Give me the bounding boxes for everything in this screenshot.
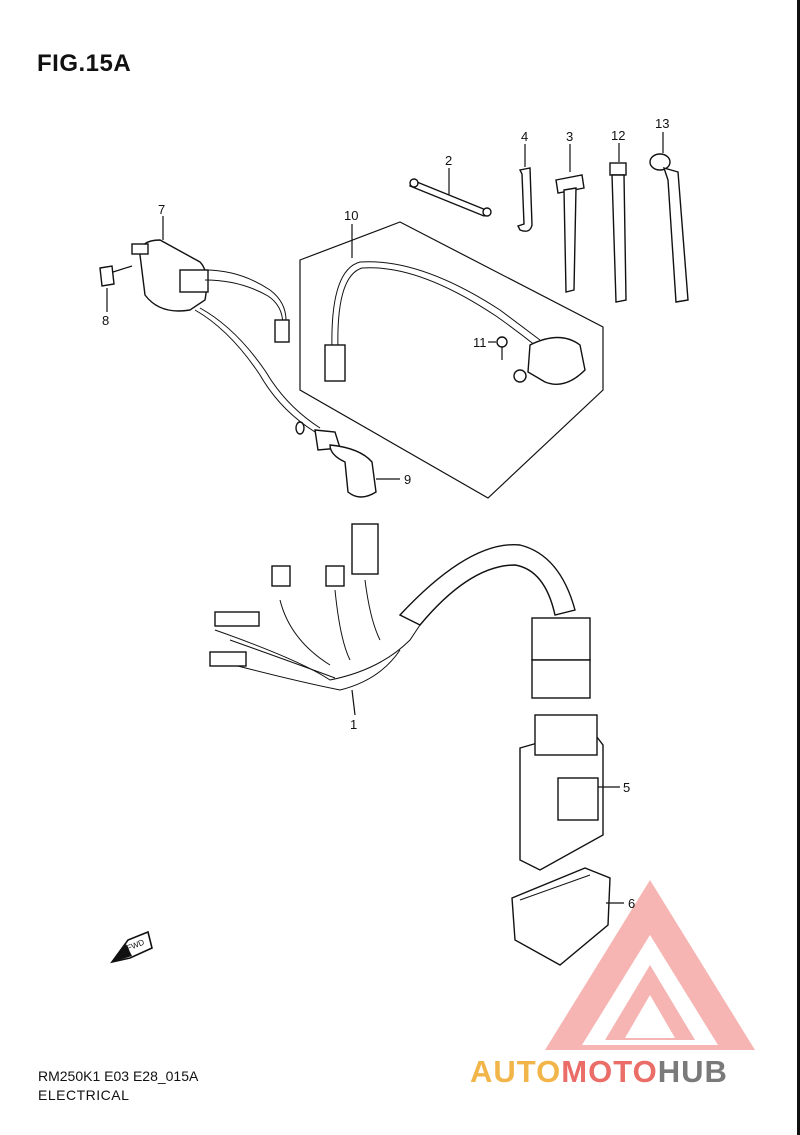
callout-9: 9	[404, 472, 411, 487]
callout-6: 6	[628, 896, 635, 911]
part-8-bolt	[99, 265, 133, 312]
part-11-switch	[513, 336, 586, 385]
part-10-sub-harness	[324, 224, 541, 382]
callout-4: 4	[521, 129, 528, 144]
part-6-cdi-cover	[511, 867, 624, 966]
fwd-arrow-icon: FWD	[110, 930, 153, 964]
callout-5: 5	[623, 780, 630, 795]
callout-8: 8	[102, 313, 109, 328]
callout-3: 3	[566, 129, 573, 144]
part-4-clamp	[517, 144, 533, 232]
watermark-text: AUTOMOTOHUB	[470, 1053, 728, 1091]
callout-1: 1	[350, 717, 357, 732]
section-label: ELECTRICAL	[38, 1087, 130, 1103]
callout-13: 13	[655, 116, 669, 131]
callout-7: 7	[158, 202, 165, 217]
part-2-bracket	[409, 168, 492, 217]
callout-12: 12	[611, 128, 625, 143]
part-11-screw	[488, 336, 508, 360]
assembly-box	[299, 221, 604, 499]
part-13-cable-tie	[649, 132, 689, 303]
watermark-hub: HUB	[657, 1054, 728, 1089]
callout-11: 11	[473, 335, 487, 350]
diagram-code: RM250K1 E03 E28_015A	[38, 1068, 199, 1084]
callout-10: 10	[344, 208, 358, 223]
part-7-ignition-coil	[131, 216, 321, 435]
figure-title: FIG.15A	[37, 50, 132, 77]
part-9-spark-plug-cap	[314, 429, 400, 498]
callout-2: 2	[445, 153, 452, 168]
part-12-cable-tie	[609, 143, 627, 303]
watermark-logo-icon	[545, 880, 755, 1050]
watermark-moto: MOTO	[561, 1054, 658, 1089]
part-3-cable-tie	[555, 144, 585, 293]
watermark-auto: AUTO	[470, 1054, 562, 1089]
part-1-wiring-harness	[209, 523, 591, 716]
part-5-cdi-unit	[519, 714, 620, 871]
